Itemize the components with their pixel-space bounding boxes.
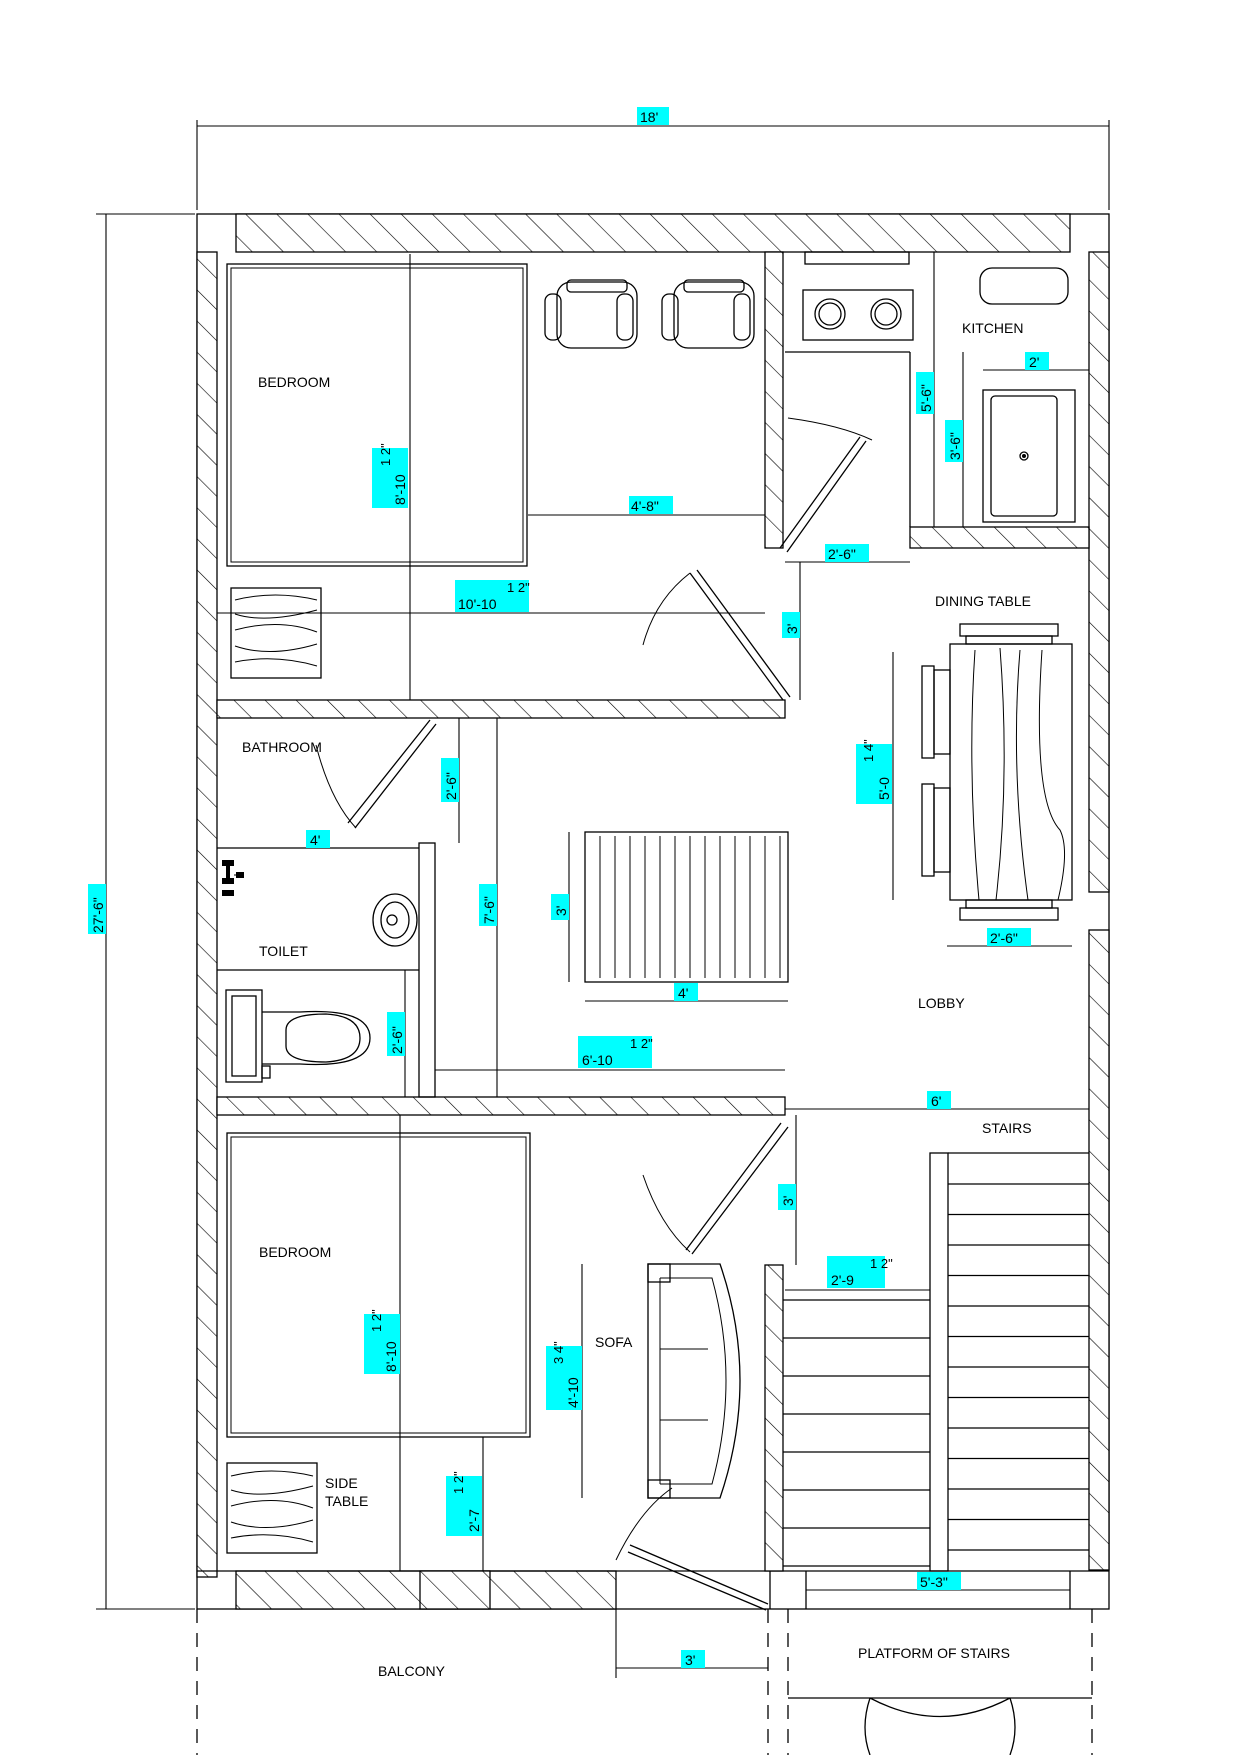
dim-text: 2'-6" bbox=[828, 546, 856, 562]
dimension-passage-top: 3' bbox=[782, 562, 801, 700]
bathroom: BATHROOM TOILET bbox=[222, 719, 437, 1083]
svg-text:1 2": 1 2" bbox=[507, 580, 530, 595]
dimension-lobby-width: 1 2" 6'-10 bbox=[435, 1036, 785, 1071]
dim-text: 3' bbox=[780, 1196, 796, 1206]
toilet-icon bbox=[225, 989, 371, 1083]
dim-text: 5'-6" bbox=[918, 384, 934, 412]
room-label: SIDE bbox=[325, 1475, 358, 1491]
dimension-stair-platform: 5'-3" bbox=[806, 1572, 1070, 1591]
dimension-kitchen-depth: 5'-6" bbox=[916, 252, 935, 527]
side-table-bottom bbox=[226, 1462, 318, 1554]
lobby: LOBBY bbox=[584, 831, 965, 1011]
dimension-rug-height: 3' bbox=[551, 832, 570, 982]
dimension-side-gap: 1 2" 2'-7 bbox=[446, 1437, 484, 1571]
svg-text:1 2": 1 2" bbox=[369, 1309, 384, 1332]
dimension-sink-depth: 3'-6" bbox=[945, 352, 964, 527]
dining-table: DINING TABLE bbox=[921, 593, 1073, 921]
dim-text: 6'-10 bbox=[582, 1052, 613, 1068]
stove-icon bbox=[802, 289, 914, 341]
dim-text: 4' bbox=[678, 985, 688, 1001]
dimension-passage-bottom: 3' bbox=[778, 1115, 797, 1265]
dim-text: 3'-6" bbox=[947, 432, 963, 460]
dim-text: 18' bbox=[640, 109, 658, 125]
stairs: STAIRS bbox=[783, 1120, 1089, 1572]
room-label: BATHROOM bbox=[242, 739, 322, 755]
balcony: BALCONY bbox=[196, 1609, 769, 1755]
room-label: LOBBY bbox=[918, 995, 965, 1011]
dimension-bed-bottom-height: 1 2" 8'-10 bbox=[364, 1115, 401, 1571]
dim-text: 3' bbox=[685, 1652, 695, 1668]
dim-text: 4'-8" bbox=[631, 498, 659, 514]
dim-text: 3' bbox=[784, 624, 800, 634]
sofa-icon bbox=[647, 1263, 741, 1499]
kitchen: KITCHEN bbox=[779, 251, 1076, 553]
dimension-bed-top-height: 1 2" 8'-10 bbox=[372, 254, 411, 700]
bedroom-bottom: BEDROOM SIDE TABLE SOFA bbox=[226, 1122, 789, 1611]
interior-walls bbox=[216, 251, 1090, 1610]
dimension-bed-wardrobe-gap: 4'-8" bbox=[528, 496, 765, 516]
dimension-bath-door: 2'-6" bbox=[441, 718, 460, 843]
dim-text: 10'-10 bbox=[458, 596, 497, 612]
room-label: TOILET bbox=[259, 943, 308, 959]
svg-text:1 4": 1 4" bbox=[861, 739, 876, 762]
dim-text: 5'-0 bbox=[876, 777, 892, 800]
dim-text: 5'-3" bbox=[920, 1574, 948, 1590]
dimension-bath-width: 4' bbox=[217, 830, 419, 849]
dim-text: 6' bbox=[931, 1093, 941, 1109]
dim-text: 2' bbox=[1029, 354, 1039, 370]
fridge-icon bbox=[979, 267, 1069, 305]
dim-text: 2'-7 bbox=[466, 1509, 482, 1532]
dimension-stair-gap: 1 2" 2'-9 bbox=[785, 1256, 930, 1291]
svg-text:1 2": 1 2" bbox=[630, 1036, 653, 1051]
dimension-dining-width: 2'-6" bbox=[947, 928, 1072, 947]
svg-text:1 2": 1 2" bbox=[870, 1256, 893, 1271]
room-label: PLATFORM OF STAIRS bbox=[858, 1645, 1010, 1661]
tap-icon bbox=[222, 860, 244, 896]
dim-text: 2'-6" bbox=[389, 1026, 405, 1054]
dimension-overall-width: 18' bbox=[196, 107, 1110, 210]
dimension-stair-width: 6' bbox=[785, 1091, 1089, 1110]
dim-text: 27'-6" bbox=[90, 897, 106, 933]
dimension-bath-depth: 7'-6" bbox=[479, 718, 498, 1097]
rug-icon bbox=[584, 831, 789, 983]
dim-text: 7'-6" bbox=[481, 896, 497, 924]
dimension-dining-length: 1 4" 5'-0 bbox=[856, 652, 894, 900]
dim-text: 8'-10 bbox=[392, 474, 408, 505]
dimension-sofa-length: 3 4" 4'-10 bbox=[546, 1264, 583, 1498]
dimension-overall-depth: 27'-6" bbox=[88, 213, 195, 1610]
room-label: DINING TABLE bbox=[935, 593, 1031, 609]
outer-walls bbox=[196, 213, 1110, 1610]
room-label: STAIRS bbox=[982, 1120, 1032, 1136]
svg-text:3 4": 3 4" bbox=[551, 1341, 566, 1364]
dim-text: 2'-9 bbox=[831, 1272, 854, 1288]
side-table-top bbox=[230, 587, 322, 679]
dimension-bed-top-width: 1 2" 10'-10 bbox=[217, 580, 765, 614]
svg-text:1 2": 1 2" bbox=[378, 443, 393, 466]
dim-text: 2'-6" bbox=[443, 772, 459, 800]
sink-icon bbox=[982, 389, 1076, 523]
wash-basin-icon bbox=[372, 893, 418, 947]
bedroom-top: BEDROOM bbox=[226, 263, 791, 701]
platform-of-stairs: PLATFORM OF STAIRS bbox=[787, 1609, 1093, 1755]
chair-icon bbox=[661, 279, 755, 349]
room-label: BEDROOM bbox=[259, 1244, 331, 1260]
dim-text: 4'-10 bbox=[565, 1377, 581, 1408]
dimension-kitchen-counter: 2' bbox=[983, 352, 1089, 371]
svg-text:1 2": 1 2" bbox=[451, 1471, 466, 1494]
dimension-kitchen-door: 2'-6" bbox=[785, 544, 910, 563]
dimension-entry-door: 3' bbox=[615, 1609, 768, 1678]
chair-icon bbox=[544, 279, 638, 349]
room-label: BALCONY bbox=[378, 1663, 446, 1679]
room-label: SOFA bbox=[595, 1334, 633, 1350]
dim-text: 2'-6" bbox=[990, 930, 1018, 946]
dim-text: 8'-10 bbox=[383, 1341, 399, 1372]
room-label: KITCHEN bbox=[962, 320, 1023, 336]
dimension-rug-width: 4' bbox=[585, 983, 788, 1002]
dim-text: 3' bbox=[553, 906, 569, 916]
dim-text: 4' bbox=[310, 832, 320, 848]
room-label: BEDROOM bbox=[258, 374, 330, 390]
dimension-toilet-door: 2'-6" bbox=[387, 970, 406, 1097]
room-label: TABLE bbox=[325, 1493, 368, 1509]
